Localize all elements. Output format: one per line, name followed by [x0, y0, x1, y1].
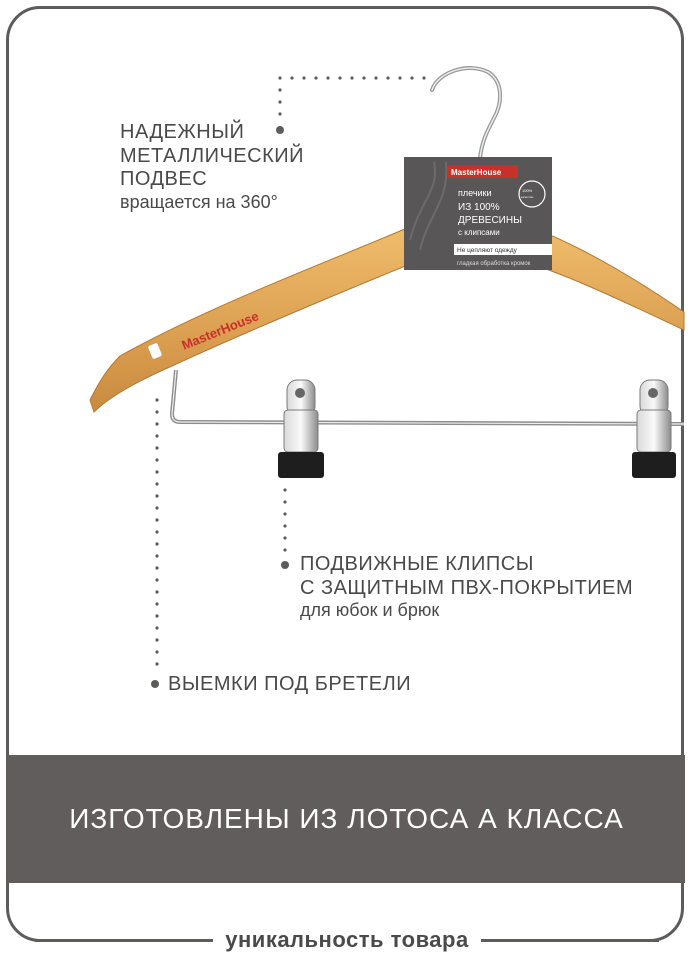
svg-text:качество: качество: [521, 195, 534, 199]
leader-clips: [281, 488, 289, 569]
feature-hook-title-2: МЕТАЛЛИЧЕСКИЙ: [120, 144, 304, 167]
svg-text:Не цепляют одежду: Не цепляют одежду: [457, 247, 518, 254]
svg-text:MasterHouse: MasterHouse: [451, 168, 502, 177]
strap-notch: [148, 343, 162, 359]
hook-icon: [430, 66, 502, 160]
clip-icon-left: [278, 379, 324, 478]
footer-divider-right: [480, 938, 659, 942]
feature-notches: ВЫЕМКИ ПОД БРЕТЕЛИ: [168, 673, 411, 697]
footer-text: уникальность товара: [213, 927, 481, 953]
footer: уникальность товара: [0, 922, 694, 958]
feature-clips-title-1: ПОДВИЖНЫЕ КЛИПСЫ: [300, 553, 534, 575]
leader-lines: [151, 76, 426, 688]
svg-text:гладкая обработка кромок: гладкая обработка кромок: [457, 261, 531, 267]
feature-clips-title-2: С ЗАЩИТНЫМ ПВХ-ПОКРЫТИЕМ: [300, 576, 634, 599]
quality-badge-icon: [518, 180, 546, 208]
feature-hook-title-3: ПОДВЕС: [120, 168, 208, 191]
svg-text:с клипсами: с клипсами: [458, 228, 500, 237]
leader-hook: [276, 76, 426, 134]
feature-hook: НАДЕЖНЫЙ МЕТАЛЛИЧЕСКИЙ ПОДВЕС вращается …: [120, 121, 304, 213]
feature-hook-title-1: НАДЕЖНЫЙ: [120, 121, 245, 143]
product-tag: MasterHouse плечики ИЗ 100% ДРЕВЕСИНЫ с …: [404, 157, 552, 270]
feature-clips-subtitle: для юбок и брюк: [300, 600, 440, 621]
svg-text:ДРЕВЕСИНЫ: ДРЕВЕСИНЫ: [458, 215, 522, 226]
material-banner-text: ИЗГОТОВЛЕНЫ ИЗ ЛОТОСА А КЛАССА: [69, 803, 624, 834]
feature-hook-subtitle: вращается на 360°: [120, 191, 278, 212]
clip-icon-right: [632, 379, 676, 478]
svg-text:ИЗ 100%: ИЗ 100%: [458, 202, 500, 213]
svg-text:плечики: плечики: [458, 188, 492, 198]
footer-divider-left: [35, 938, 214, 942]
leader-notches: [151, 398, 159, 688]
hanger-bar: [169, 369, 685, 426]
hanger-wood: [89, 211, 685, 413]
material-banner: ИЗГОТОВЛЕНЫ ИЗ ЛОТОСА А КЛАССА: [8, 755, 685, 883]
feature-notches-title: ВЫЕМКИ ПОД БРЕТЕЛИ: [168, 673, 412, 695]
feature-clips: ПОДВИЖНЫЕ КЛИПСЫ С ЗАЩИТНЫМ ПВХ-ПОКРЫТИЕ…: [300, 553, 633, 621]
svg-text:100%: 100%: [522, 188, 533, 193]
